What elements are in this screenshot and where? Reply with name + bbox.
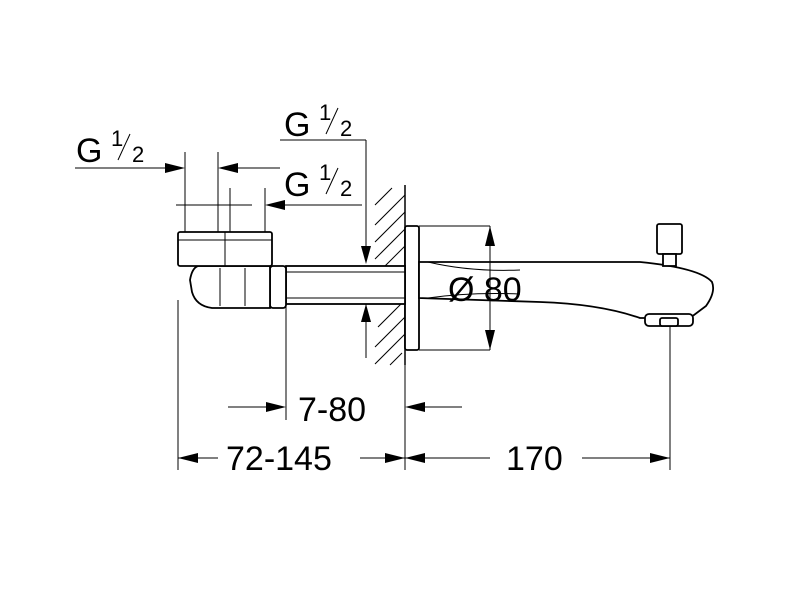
thread-label-top-g: G xyxy=(284,106,310,144)
thread-label-top-den: 2 xyxy=(340,116,352,141)
depth-adjust-label: 7-80 xyxy=(298,391,366,429)
mount-length-label: 72-145 xyxy=(226,440,332,478)
dimension-lines xyxy=(178,402,670,463)
thread-label-left-g: G xyxy=(76,132,102,170)
thread-label-mid-g: G xyxy=(284,166,310,204)
diameter-label: Ø 80 xyxy=(448,271,522,309)
wall-rosette xyxy=(404,225,490,351)
thread-label-left: G 1 2 xyxy=(76,126,144,170)
thread-label-top-num: 1 xyxy=(319,100,331,125)
thread-label-left-slash xyxy=(117,133,131,161)
diameter-dimension xyxy=(485,226,495,350)
thread-label-top: G 1 2 xyxy=(284,100,352,144)
spout xyxy=(418,223,715,327)
thread-label-mid-den: 2 xyxy=(340,176,352,201)
thread-label-left-den: 2 xyxy=(132,142,144,167)
thread-leaders xyxy=(75,139,371,322)
connection-assembly xyxy=(177,231,406,309)
thread-label-mid-num: 1 xyxy=(319,160,331,185)
extension-lines xyxy=(177,140,671,470)
spout-length-label: 170 xyxy=(506,440,563,478)
thread-label-mid-slash xyxy=(325,167,339,195)
thread-label-mid: G 1 2 xyxy=(284,160,352,204)
thread-label-left-num: 1 xyxy=(111,126,123,151)
thread-label-top-slash xyxy=(325,107,339,135)
